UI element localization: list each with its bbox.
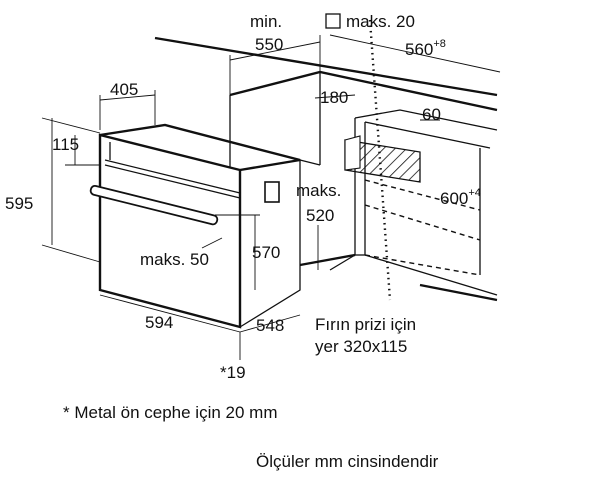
dim-19: *19 bbox=[220, 363, 246, 382]
dim-548: 548 bbox=[256, 316, 284, 335]
dim-550: 550 bbox=[255, 35, 283, 54]
dim-595: 595 bbox=[5, 194, 33, 213]
dim-594: 594 bbox=[145, 313, 173, 332]
dim-maks-label: maks. bbox=[296, 181, 341, 200]
dim-maks50: maks. 50 bbox=[140, 250, 209, 269]
dim-115: 115 bbox=[52, 135, 79, 154]
dim-maks20: maks. 20 bbox=[346, 12, 415, 31]
oven-body bbox=[98, 123, 301, 329]
dim-600: 600+4 bbox=[440, 187, 481, 208]
dim-405: 405 bbox=[110, 80, 138, 99]
footnote: * Metal ön cephe için 20 mm bbox=[63, 403, 278, 422]
dim-570: 570 bbox=[252, 243, 280, 262]
dimension-lines bbox=[41, 34, 501, 360]
units-note: Ölçüler mm cinsindendir bbox=[256, 452, 439, 471]
socket-area bbox=[344, 19, 421, 301]
dim-min-label: min. bbox=[250, 12, 282, 31]
dim-180: 180 bbox=[320, 88, 348, 107]
dim-520: 520 bbox=[306, 206, 334, 225]
dim-60: 60 bbox=[422, 105, 441, 124]
oven-handle bbox=[89, 181, 280, 226]
maks20-checkbox-icon bbox=[325, 13, 341, 29]
socket-label-line2: yer 320x115 bbox=[315, 337, 407, 356]
socket-label-line1: Fırın prizi için bbox=[315, 315, 416, 334]
dim-560: 560+8 bbox=[405, 38, 446, 59]
